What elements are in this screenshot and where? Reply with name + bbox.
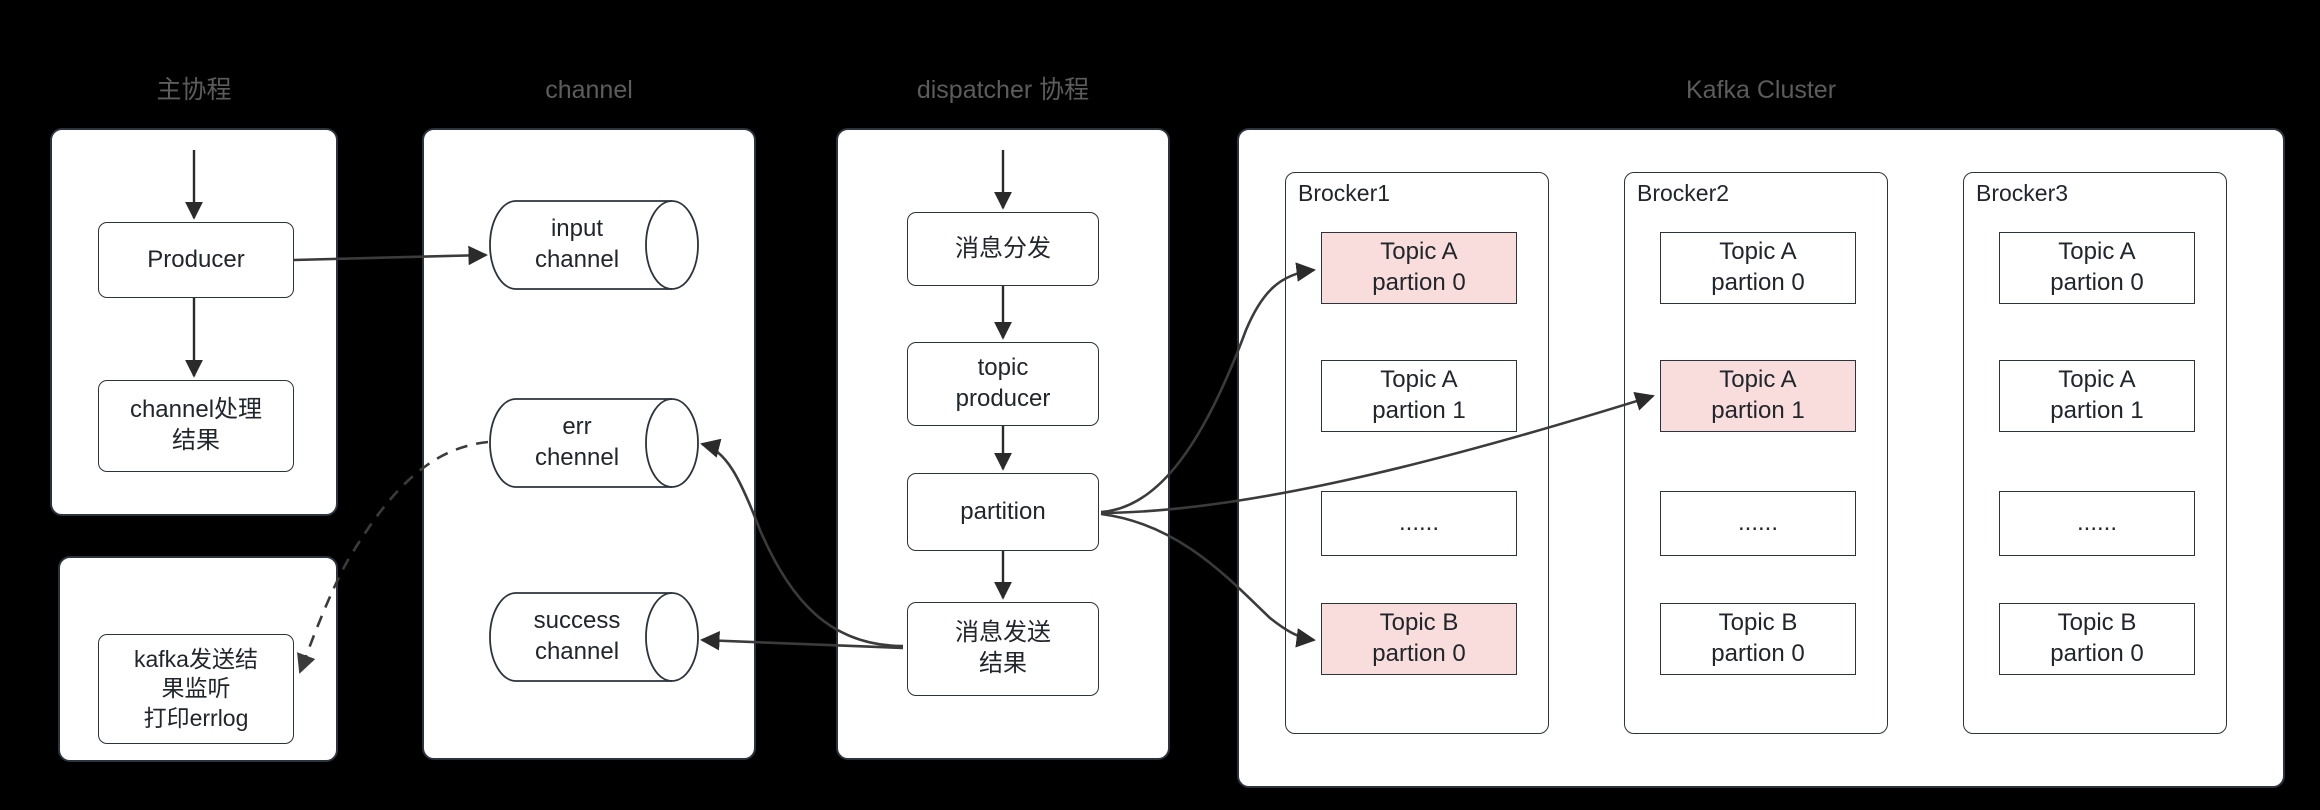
broker-label: Brocker3 [1976,180,2069,206]
lane-title-kafka: Kafka Cluster [1685,76,1837,104]
cylinder-shape [489,398,699,488]
cylinder-shape [489,592,699,682]
partition-box-brocker3-1[interactable]: Topic A partion 1 [1999,360,2195,432]
node-topic-producer[interactable]: topic producer [907,342,1099,426]
node-kafka-listener[interactable]: kafka发送结 果监听 打印errlog [98,634,294,744]
node-msg-dispatch[interactable]: 消息分发 [907,212,1099,286]
lane-title-dispatcher: dispatcher 协程 [916,76,1090,104]
partition-box-brocker3-2[interactable]: ...... [1999,491,2195,556]
cylinder-label: success channel [533,607,621,665]
broker-label: Brocker1 [1298,180,1391,206]
cylinder-success-channel[interactable]: success channel [489,592,699,682]
partition-box-brocker1-2[interactable]: ...... [1321,491,1517,556]
partition-box-brocker3-0[interactable]: Topic A partion 0 [1999,232,2195,304]
cylinder-err-chennel[interactable]: err chennel [489,398,699,488]
cylinder-shape [489,200,699,290]
partition-box-brocker2-0[interactable]: Topic A partion 0 [1660,232,1856,304]
cylinder-input-channel[interactable]: input channel [489,200,699,290]
node-producer[interactable]: Producer [98,222,294,298]
partition-box-brocker2-2[interactable]: ...... [1660,491,1856,556]
cylinder-label: input channel [534,215,620,273]
node-channel-result[interactable]: channel处理 结果 [98,380,294,472]
cylinder-label: err chennel [534,413,620,471]
partition-box-brocker1-0[interactable]: Topic A partion 0 [1321,232,1517,304]
lane-title-main: 主协程 [156,76,232,104]
broker-label: Brocker2 [1637,180,1730,206]
partition-box-brocker2-1[interactable]: Topic A partion 1 [1660,360,1856,432]
partition-box-brocker3-3[interactable]: Topic B partion 0 [1999,603,2195,675]
node-send-result[interactable]: 消息发送 结果 [907,602,1099,696]
node-partition[interactable]: partition [907,473,1099,551]
lane-title-channel: channel [545,76,633,104]
partition-box-brocker1-1[interactable]: Topic A partion 1 [1321,360,1517,432]
partition-box-brocker2-3[interactable]: Topic B partion 0 [1660,603,1856,675]
partition-box-brocker1-3[interactable]: Topic B partion 0 [1321,603,1517,675]
